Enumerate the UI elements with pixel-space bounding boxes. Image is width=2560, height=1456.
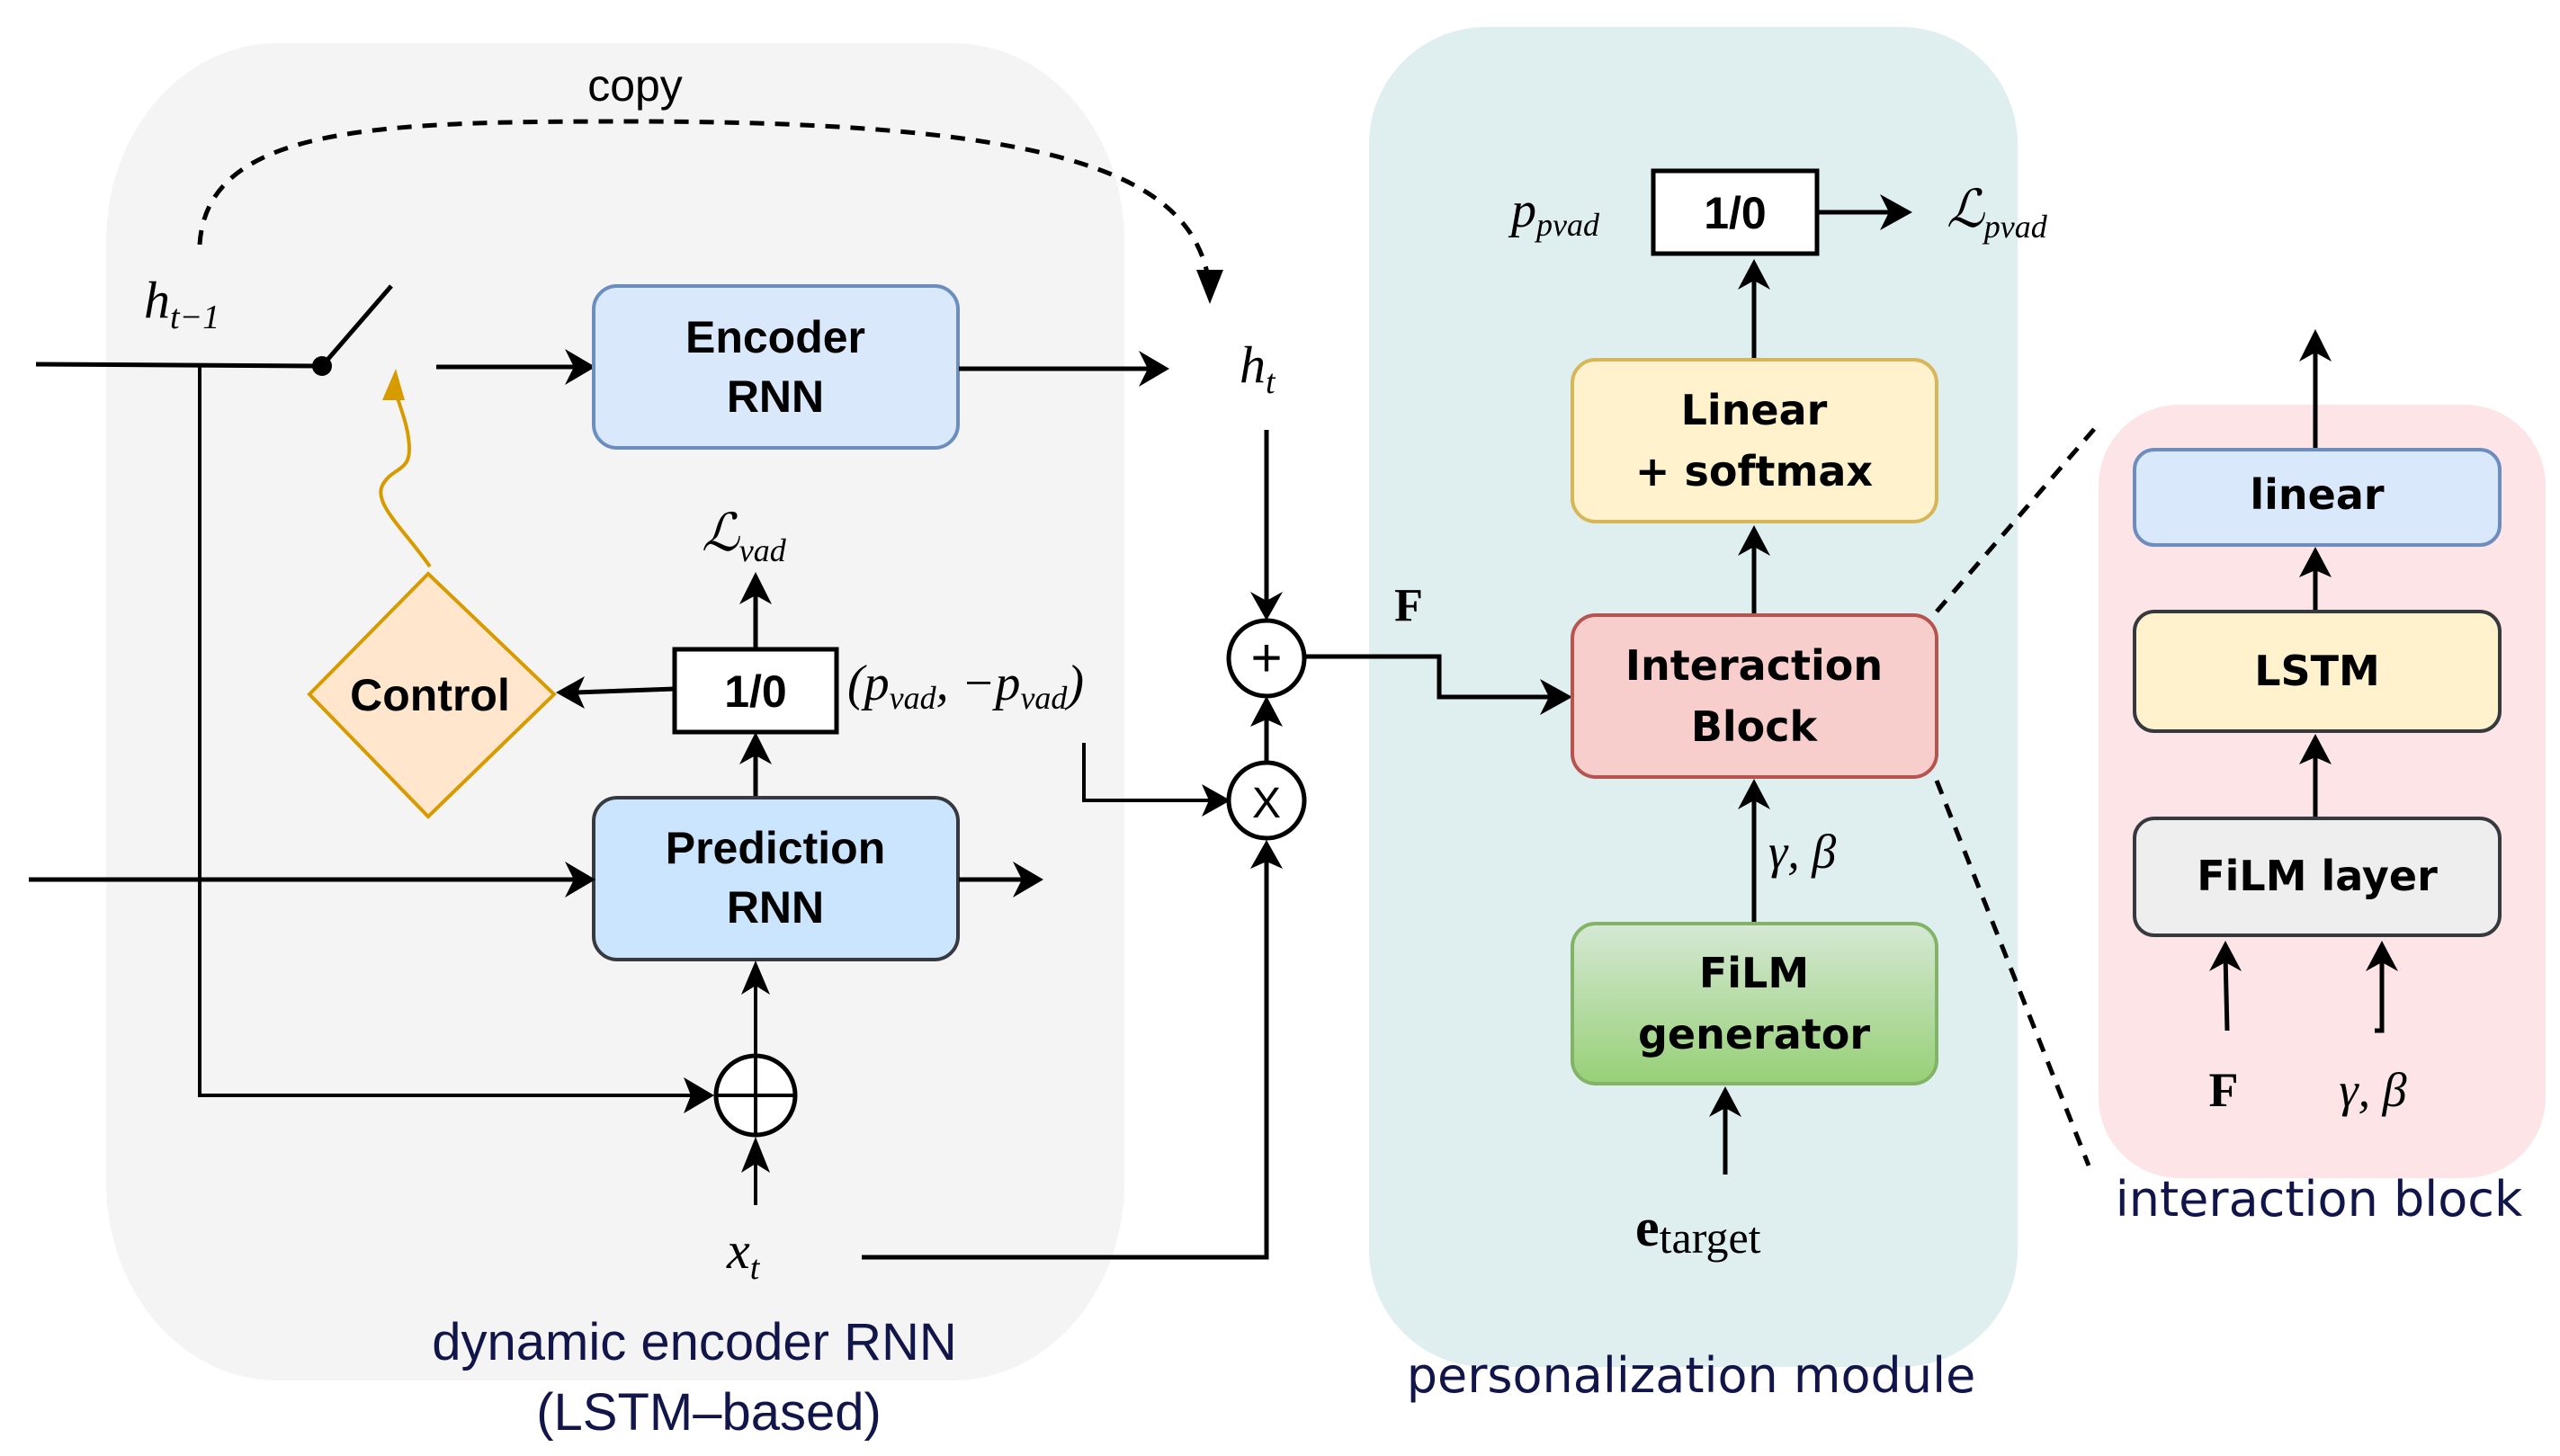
arrowhead (2299, 734, 2332, 764)
ib-gamma-input-line (2375, 955, 2385, 1033)
ib-F-input-line (2223, 954, 2230, 1032)
ib-lstm-label: LSTM (2254, 647, 2380, 695)
add-operator: + (1226, 618, 1307, 699)
control-diamond[interactable]: Control (307, 571, 557, 819)
ib-film-layer-label: FiLM layer (2197, 852, 2438, 900)
zoom-dashed-line-top (1935, 419, 2103, 613)
gate-to-control-line (575, 686, 676, 695)
caption-interaction-block: interaction block (2116, 1171, 2523, 1228)
F-label: F (1394, 580, 1423, 631)
svg-text:X: X (1252, 780, 1281, 827)
control-label: Control (350, 670, 510, 720)
linear-softmax-box[interactable]: Linear + softmax (1571, 358, 1938, 523)
pvad-to-multiply-line (1082, 743, 1211, 802)
zoom-dashed-line-bottom (1934, 780, 2091, 1166)
caption-lstm-based: (LSTM–based) (536, 1383, 882, 1442)
film-generator-box[interactable]: FiLM generator (1571, 922, 1938, 1085)
arrowhead (565, 862, 595, 898)
h-prev-input-line (35, 362, 320, 369)
prediction-label-1: Prediction (666, 823, 885, 873)
x-t-label: xt (726, 1221, 761, 1287)
loss-vad-label: ℒvad (702, 504, 787, 568)
arrowhead (1738, 779, 1770, 809)
interaction-block-panel (2099, 405, 2546, 1178)
interaction-label-2: Block (1691, 702, 1819, 751)
prediction-label-2: RNN (727, 882, 824, 933)
arrowhead (1250, 592, 1283, 621)
ib-F-label: F (2209, 1063, 2239, 1117)
control-arrowhead (382, 369, 405, 400)
arrowhead (565, 349, 595, 385)
arrowhead (1013, 862, 1043, 898)
ib-lstm-box[interactable]: LSTM (2133, 610, 2502, 733)
interaction-block-box[interactable]: Interaction Block (1571, 613, 1938, 779)
encoder-label-1: Encoder (685, 312, 865, 362)
ib-gamma-beta-label: γ, β (2339, 1063, 2406, 1117)
arrowhead (556, 676, 585, 709)
arrowhead (739, 732, 772, 764)
arrowhead (1880, 194, 1912, 230)
arrowhead (1250, 840, 1283, 869)
pvad-gate-box[interactable]: 1/0 (1651, 168, 1820, 256)
arrowhead (1738, 525, 1770, 556)
control-signal-arrow (379, 381, 432, 568)
copy-dashed-arrow (197, 119, 1213, 289)
arrowhead (684, 1077, 714, 1113)
arrowhead (1139, 351, 1169, 387)
dynamic-encoder-panel (106, 43, 1124, 1380)
arrowhead (1709, 1086, 1741, 1117)
arrowhead (1540, 679, 1572, 715)
h-prev-label: ht−1 (144, 271, 219, 336)
caption-dynamic-encoder: dynamic encoder RNN (432, 1313, 956, 1371)
arrowhead (739, 572, 772, 604)
caption-personalization: personalization module (1407, 1347, 1976, 1404)
ib-film-layer-box[interactable]: FiLM layer (2133, 817, 2502, 937)
pvad-pair-label: (pvad, −pvad) (847, 656, 1084, 716)
h-prev-branch-line (198, 364, 693, 1097)
linear-softmax-label-1: Linear (1681, 386, 1828, 434)
xt-to-multiply-line (862, 859, 1269, 1260)
copy-arrowhead (1196, 270, 1223, 304)
gamma-beta-label: γ, β (1768, 825, 1836, 879)
linear-softmax-label-2: + softmax (1635, 447, 1873, 496)
arrowhead (2209, 941, 2242, 971)
film-gen-label-1: FiLM (1699, 949, 1809, 997)
arrowhead (2299, 547, 2332, 577)
prediction-rnn-box[interactable]: Prediction RNN (592, 796, 960, 961)
concat-operator (713, 1053, 798, 1138)
switch-lever (320, 284, 393, 368)
arrowhead (741, 960, 770, 995)
p-pvad-label: ppvad (1508, 183, 1600, 243)
ib-linear-label: linear (2250, 470, 2385, 519)
arrowhead (1250, 696, 1283, 727)
vad-gate-label: 1/0 (724, 666, 787, 717)
multiply-operator: X (1226, 760, 1307, 841)
encoder-label-2: RNN (727, 371, 824, 422)
pvad-gate-label: 1/0 (1704, 188, 1767, 238)
h-t-label: ht (1240, 335, 1276, 401)
arrowhead (1202, 784, 1231, 817)
e-target-label: etarget (1635, 1198, 1761, 1263)
svg-text:+: + (1250, 628, 1282, 688)
arrowhead (741, 1137, 770, 1173)
loss-pvad-label: ℒpvad (1947, 180, 2048, 245)
copy-label: copy (587, 60, 683, 111)
ib-linear-box[interactable]: linear (2133, 448, 2502, 547)
film-gen-label-2: generator (1638, 1010, 1870, 1059)
arrowhead (2366, 941, 2398, 971)
arrowhead (1738, 259, 1770, 290)
interaction-label-1: Interaction (1625, 641, 1883, 690)
vad-gate-box[interactable]: 1/0 (672, 647, 839, 735)
F-line (1304, 654, 1552, 700)
arrowhead (2299, 329, 2332, 362)
encoder-rnn-box[interactable]: Encoder RNN (592, 284, 960, 450)
